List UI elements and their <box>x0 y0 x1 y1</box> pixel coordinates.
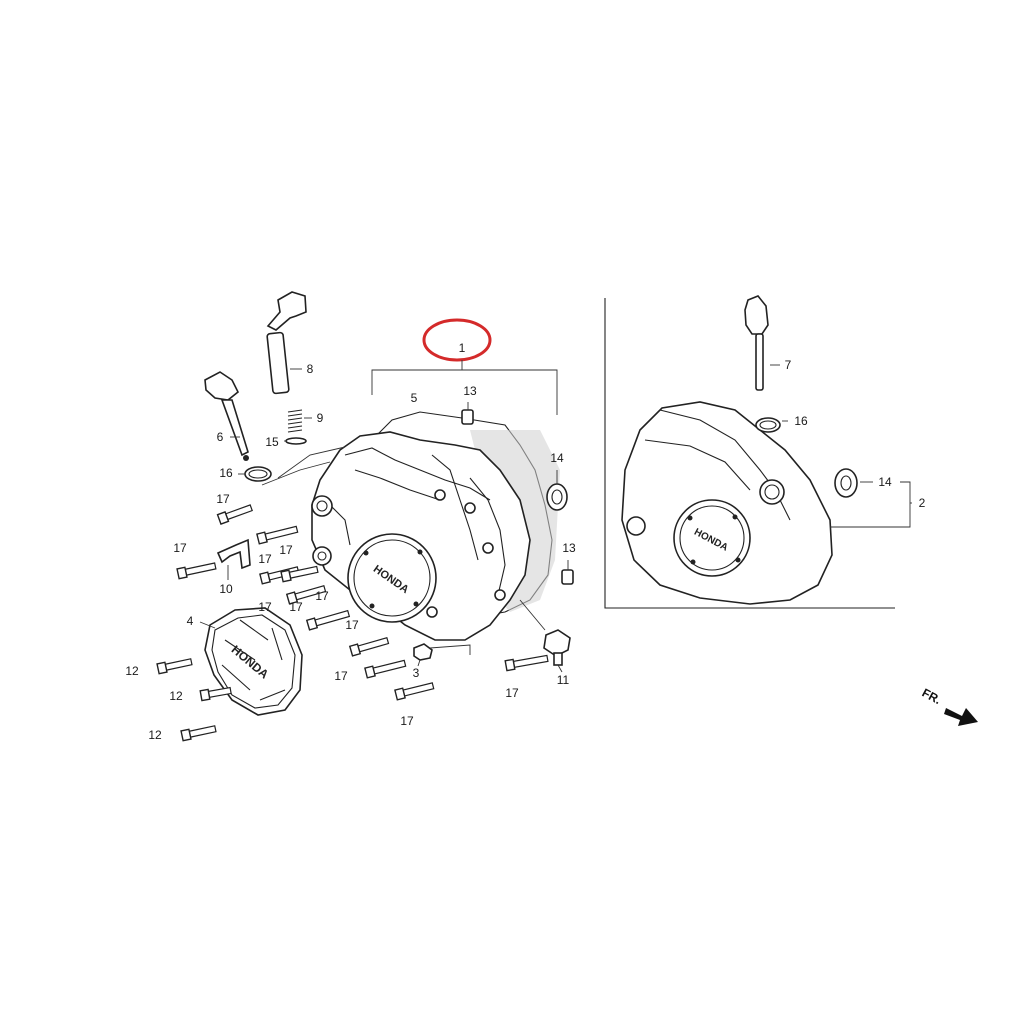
highlight-circle <box>422 318 492 362</box>
front-indicator: FR. <box>920 686 978 726</box>
bolt <box>256 525 299 545</box>
bolt <box>156 658 193 675</box>
callout-15: 15 <box>265 435 279 449</box>
bolt <box>180 725 217 742</box>
right-crankcase-cover: HONDA <box>311 411 560 641</box>
callout-17-i: 17 <box>334 669 348 683</box>
callout-labels: 1 2 3 4 5 6 7 8 9 10 11 12 12 12 13 13 1… <box>125 341 925 742</box>
callout-3: 3 <box>413 666 420 680</box>
callout-17-c: 17 <box>258 552 272 566</box>
callout-17-b: 17 <box>173 541 187 555</box>
callout-16-a: 16 <box>219 466 233 480</box>
callout-12-a: 12 <box>125 664 139 678</box>
callout-13-b: 13 <box>562 541 576 555</box>
callout-16-b: 16 <box>794 414 808 428</box>
oil-dipstick <box>204 371 249 461</box>
callout-1: 1 <box>459 341 466 355</box>
dowel-pin-lower <box>561 560 574 585</box>
callout-17-j: 17 <box>400 714 414 728</box>
bolt <box>176 562 217 580</box>
bolt <box>504 654 549 672</box>
bolt <box>394 682 435 701</box>
callout-5: 5 <box>411 391 418 405</box>
strainer-spring <box>287 409 312 433</box>
bolt <box>305 609 351 631</box>
callout-17-a: 17 <box>216 492 230 506</box>
callout-12-c: 12 <box>148 728 162 742</box>
callout-8: 8 <box>307 362 314 376</box>
bolt <box>199 686 232 702</box>
callout-12-b: 12 <box>169 689 183 703</box>
inset-alt-cover: HONDA <box>604 295 912 609</box>
callout-13-a: 13 <box>463 384 477 398</box>
callout-17-k: 17 <box>505 686 519 700</box>
bolt <box>348 637 390 657</box>
callout-7: 7 <box>785 358 792 372</box>
bolt <box>216 504 253 525</box>
bolt <box>280 565 319 583</box>
callout-2: 2 <box>919 496 926 510</box>
callout-6: 6 <box>217 430 224 444</box>
callout-4: 4 <box>187 614 194 628</box>
callout-17-g: 17 <box>315 589 329 603</box>
dowel-pin-upper <box>461 402 474 425</box>
callout-10: 10 <box>219 582 233 596</box>
callout-14-a: 14 <box>550 451 564 465</box>
bolt <box>285 585 327 605</box>
callout-11: 11 <box>557 673 570 687</box>
cable-bracket <box>216 538 251 580</box>
front-arrow-icon <box>944 708 978 726</box>
callout-17-e: 17 <box>258 600 272 614</box>
bolt <box>364 659 407 679</box>
callout-17-d: 17 <box>279 543 293 557</box>
oil-strainer <box>266 291 307 395</box>
bolt-group <box>156 504 549 742</box>
switch-assy <box>543 629 571 673</box>
callout-9: 9 <box>317 411 324 425</box>
oil-seal-left <box>546 470 568 511</box>
o-ring-small <box>284 437 307 445</box>
callout-14-b: 14 <box>878 475 892 489</box>
generator-cover: HONDA <box>199 607 303 716</box>
o-ring-dipstick <box>238 466 272 482</box>
callout-17-h: 17 <box>345 618 359 632</box>
front-indicator-label: FR. <box>920 686 944 707</box>
callout-17-f: 17 <box>289 600 303 614</box>
sensor-clip <box>413 643 433 667</box>
